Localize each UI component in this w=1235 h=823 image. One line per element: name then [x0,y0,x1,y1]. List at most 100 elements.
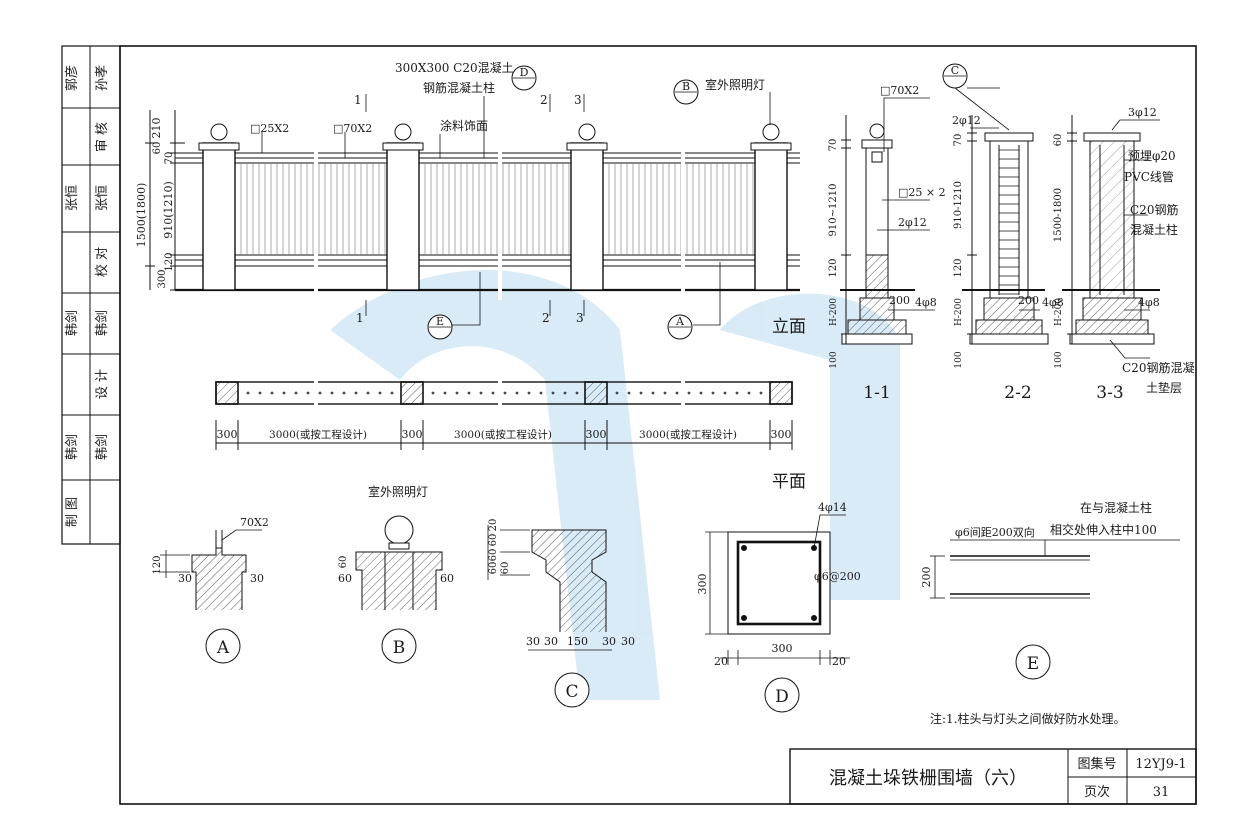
plan-dim-5: 300 [586,428,607,441]
callout-D[interactable]: D [511,65,537,91]
detA-d30l: 30 [178,572,192,585]
dim-910: 910(1210) [162,181,175,239]
s11-bar: □25 × 2 [898,186,946,199]
sig-r1b: 孙孝 [95,65,110,91]
sig-r2: 审 核 [95,122,110,152]
detE-label: E [1027,654,1039,674]
detail-A-labels: 70X2 120 30 30 A [152,516,269,658]
title-block [789,748,1197,805]
page-label: 页次 [1084,784,1110,800]
callout-B[interactable]: B [673,79,699,105]
plan-picket-dot [627,391,631,395]
s22-d910: 910-1210 [953,181,964,229]
plan-view [215,376,793,450]
plan-picket-dot [342,391,346,395]
detC-db2: 30 [544,635,558,648]
atlas-label: 图集号 [1077,756,1116,772]
detA-label: A [216,638,230,658]
plan-picket-dot [735,391,739,395]
s33-pvc2: PVC线管 [1124,169,1174,184]
callout-B-text: B [682,80,690,93]
detE-dim: 200 [920,567,933,588]
plan-picket-dot [551,391,555,395]
sig-r1a: 郭彦 [64,65,80,91]
plan-picket-dot [270,391,274,395]
plan-picket-dot [759,391,763,395]
plan-picket-dot [282,391,286,395]
detD-cover-r: 20 [832,655,846,668]
sig-r5a: 韩剑 [64,310,80,336]
s33-d1500: 1500-1800 [1053,188,1064,242]
post-2 [382,123,424,291]
s33-col1: C20钢筋 [1130,202,1178,217]
callout-C[interactable]: C [942,63,1000,89]
section-1-1 [840,97,935,345]
detB-d60l: 60 [338,572,352,585]
callout-D-text: D [520,66,529,79]
sig-r7a: 韩剑 [64,434,80,460]
detC-db4: 30 [602,635,616,648]
plan-picket-dot [455,391,459,395]
s22-d100: 100 [954,351,964,368]
s22-dH: H-200 [954,298,964,326]
plan-dim-2: 3000(或按工程设计) [269,428,367,441]
s11-d100: 100 [829,351,839,368]
elevation-view [145,110,800,300]
detD-label: D [775,687,789,707]
detA-d30r: 30 [250,572,264,585]
detE-note2: 在与混凝土柱 [1080,500,1152,515]
s11-d120: 120 [828,258,839,277]
plan-picket-dot [699,391,703,395]
detail-C [487,525,612,708]
post-3 [566,123,608,291]
label-rail-big: □70X2 [333,122,372,135]
callout-A[interactable]: A [667,314,693,340]
post-4 [750,123,792,291]
s33-pad1: C20钢筋混凝 [1122,360,1194,375]
s33-d100: 100 [1054,351,1064,368]
plan-picket-dot [663,391,667,395]
callout-C-text: C [951,64,959,77]
detD-cover-l: 20 [714,655,728,668]
label-post-2: 钢筋混凝土柱 [423,80,495,95]
detD-rebar: 4φ14 [818,501,847,514]
s33-pvc1: 预埋φ20 [1128,149,1176,163]
callout-E[interactable]: E [427,314,453,340]
cut-2-top: 2 [540,93,548,107]
plan-picket-dot [390,391,394,395]
callout-A-text: A [675,315,685,328]
section-2-2 [954,87,1049,345]
detC-dl2: 60 [488,534,499,547]
plan-picket-dot [294,391,298,395]
detail-D [705,514,850,713]
s11-d910: 910~1210 [828,184,839,237]
detE-note1: φ6间距200双向 [955,525,1035,539]
label-rail-small: □25X2 [250,122,289,135]
title-plan: 平面 [772,472,806,492]
sig-r8: 制 图 [65,497,80,527]
detD-width: 300 [772,642,793,655]
plan-picket-dot [711,391,715,395]
plan-picket-dot [354,391,358,395]
plan-picket-dot [431,391,435,395]
dim-60: 60 [152,142,163,155]
s22-base: 200 [1018,294,1039,307]
s22-d120: 120 [953,258,964,277]
cut-2-bot: 2 [542,311,550,325]
detC-label: C [565,682,578,702]
detail-E-labels: φ6间距200双向 在与混凝土柱 相交处伸入柱中100 200 E [920,500,1157,674]
plan-picket-dot [378,391,382,395]
detC-db5: 30 [621,635,635,648]
detail-D-labels: 4φ14 φ6@200 300 300 20 20 D [696,501,861,707]
plan-picket-dot [563,391,567,395]
dim-210: 210 [150,118,163,139]
plan-picket-dot [539,391,543,395]
sig-r4: 校 对 [94,247,110,277]
plan-picket-dot [687,391,691,395]
s11-base: 200 [889,294,910,307]
s33-rebar: 3φ12 [1128,106,1157,119]
section-3-3 [1062,115,1160,359]
sig-r3a: 张恒 [65,185,80,211]
sig-r3b: 张恒 [95,185,110,211]
